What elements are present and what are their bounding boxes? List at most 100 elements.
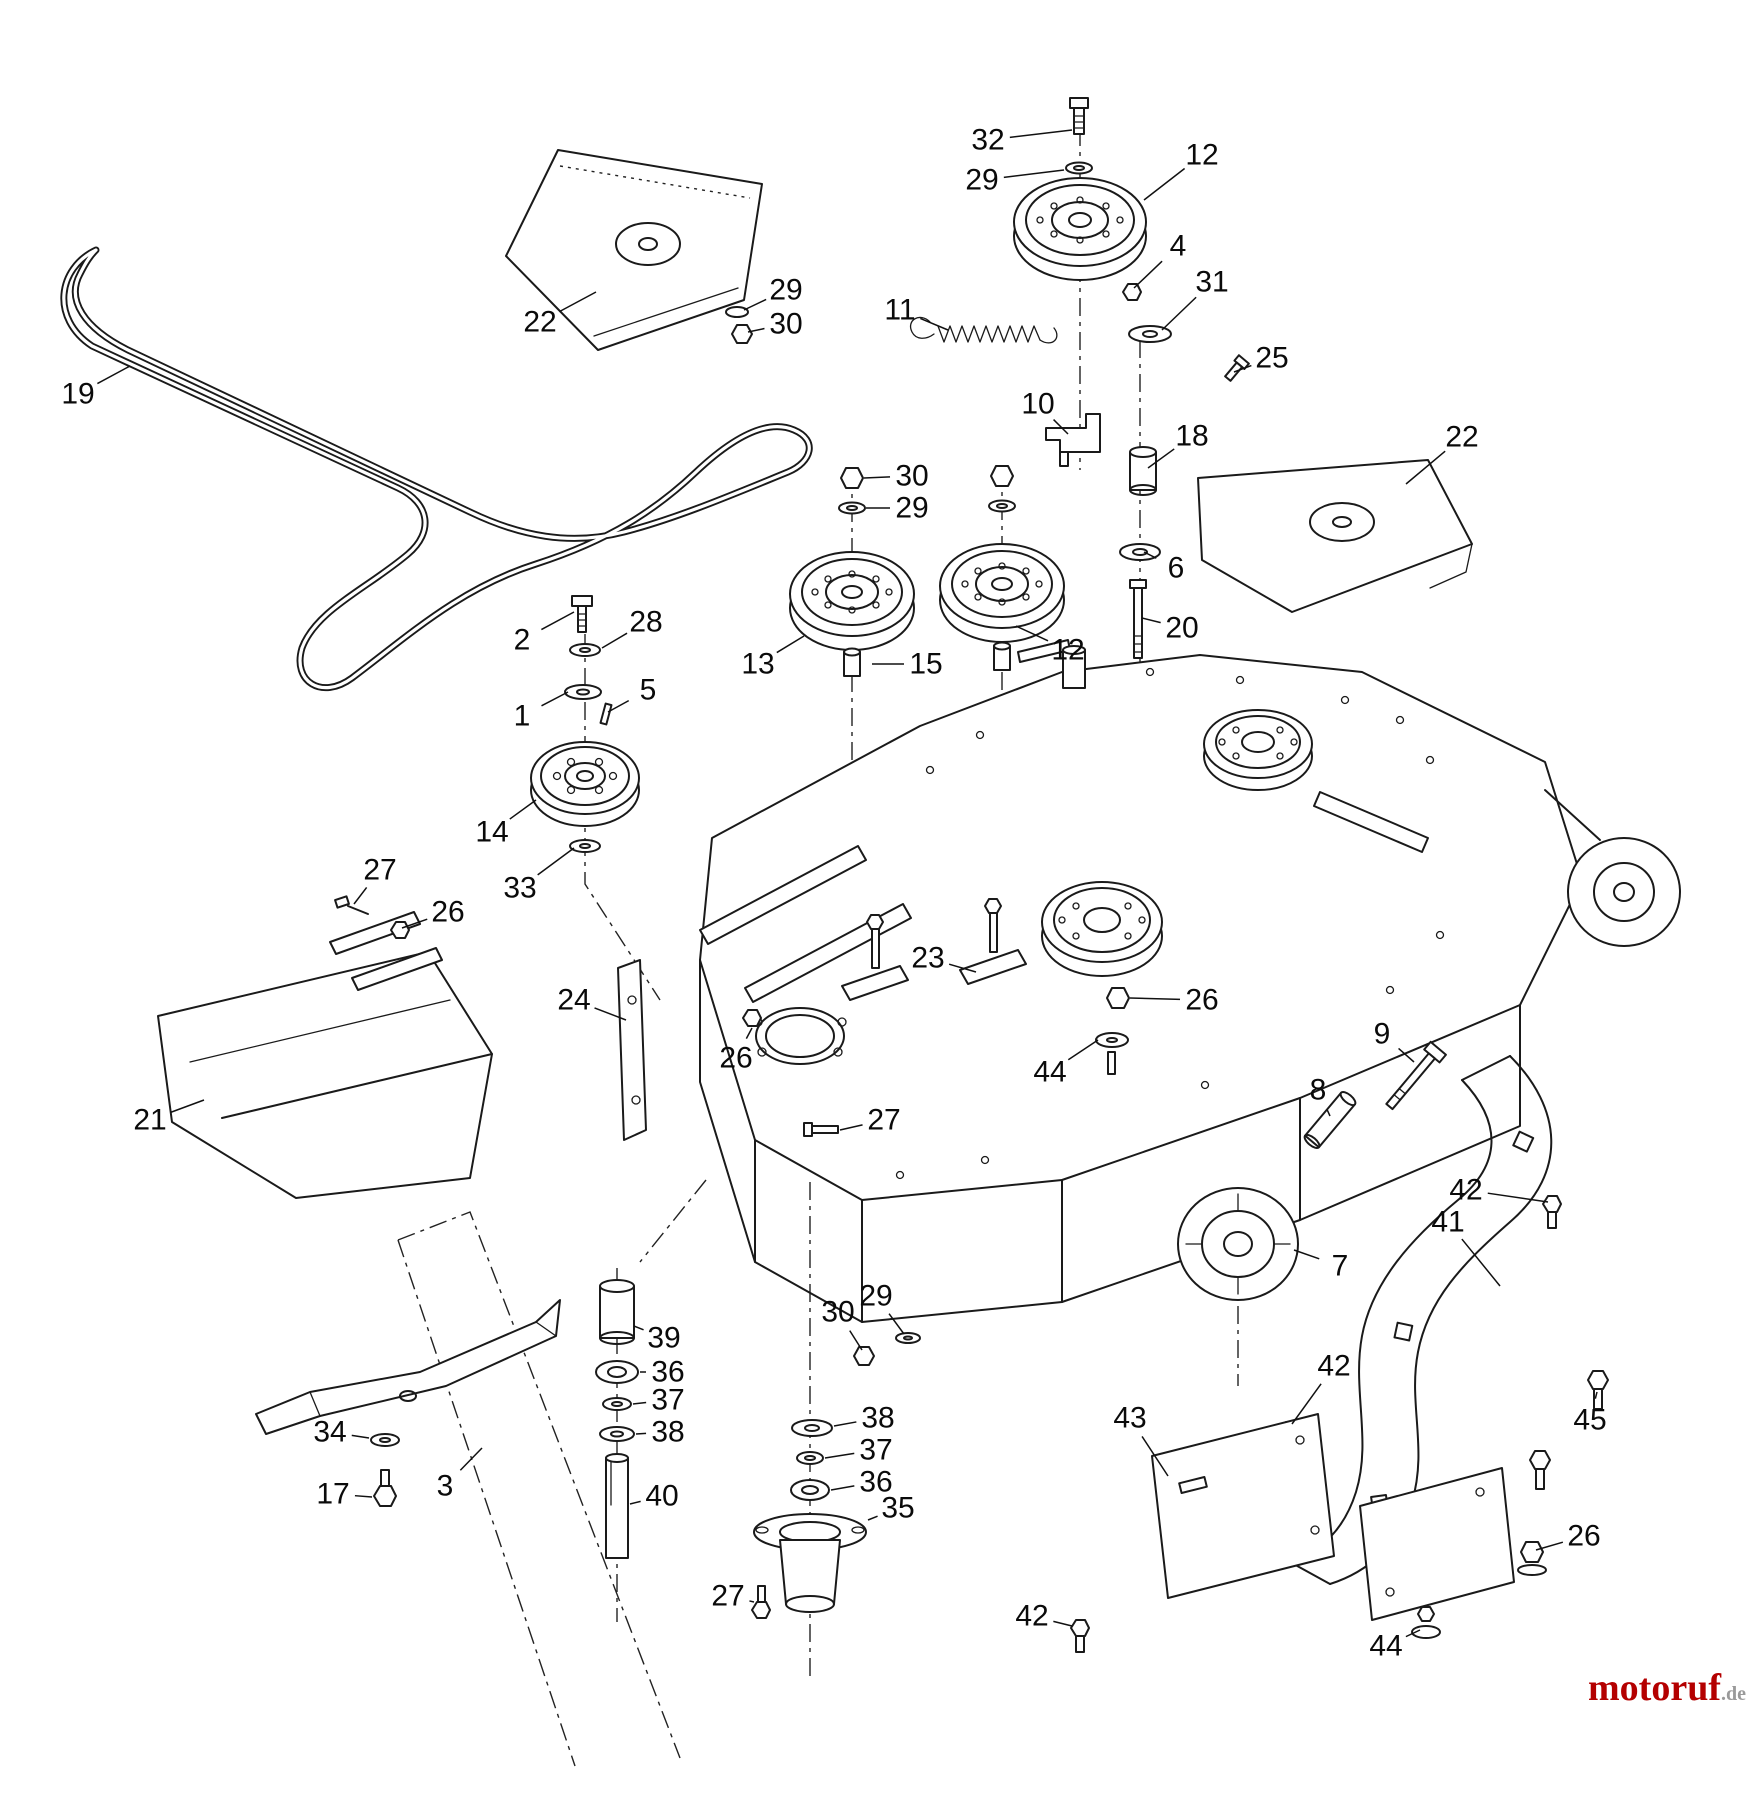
svg-text:38: 38	[651, 1416, 684, 1449]
callout-19: 19	[61, 365, 131, 411]
svg-text:33: 33	[503, 872, 536, 905]
callout-37: 37	[632, 1384, 685, 1417]
callout-9: 9	[1374, 1018, 1415, 1063]
svg-text:44: 44	[1033, 1056, 1066, 1089]
callout-42: 42	[1449, 1174, 1549, 1207]
svg-text:12: 12	[1051, 634, 1084, 667]
callout-34: 34	[313, 1416, 370, 1449]
callout-33: 33	[503, 847, 575, 905]
washer-29-right	[988, 499, 1016, 513]
callout-6: 6	[1143, 551, 1184, 585]
svg-text:19: 19	[61, 378, 94, 411]
bolt-9	[1385, 1040, 1447, 1111]
svg-text:27: 27	[711, 1580, 744, 1613]
nut-30-left	[840, 467, 864, 489]
svg-text:42: 42	[1015, 1600, 1048, 1633]
svg-text:7: 7	[1332, 1250, 1349, 1283]
svg-text:30: 30	[821, 1296, 854, 1329]
svg-text:45: 45	[1573, 1404, 1606, 1437]
callout-29: 29	[965, 164, 1065, 197]
svg-text:23: 23	[911, 942, 944, 975]
callout-20: 20	[1141, 612, 1199, 645]
washer-37-upper	[602, 1397, 632, 1411]
svg-text:30: 30	[769, 308, 802, 341]
svg-text:22: 22	[523, 306, 556, 339]
callout-22: 22	[523, 291, 597, 339]
svg-text:27: 27	[363, 854, 396, 887]
spindle-shaft-40	[605, 1453, 629, 1559]
callout-30: 30	[747, 308, 803, 341]
bolt-45-a	[1587, 1370, 1609, 1410]
washer-28	[569, 643, 601, 657]
callout-31: 31	[1161, 266, 1229, 331]
bolt-27-bottom	[751, 1585, 771, 1619]
nut-4	[1122, 283, 1142, 301]
washer-1	[564, 684, 602, 700]
svg-text:37: 37	[859, 1434, 892, 1467]
callout-26: 26	[719, 1027, 753, 1075]
callout-12: 12	[1015, 625, 1085, 667]
svg-text:31: 31	[1195, 266, 1228, 299]
callout-36: 36	[830, 1466, 893, 1499]
svg-text:29: 29	[859, 1280, 892, 1313]
callout-26: 26	[1129, 984, 1219, 1017]
callout-10: 10	[1021, 388, 1069, 435]
idler-pulley-13	[789, 551, 915, 651]
washer-33	[569, 839, 601, 853]
svg-text:35: 35	[881, 1492, 914, 1525]
svg-text:26: 26	[719, 1042, 752, 1075]
mounting-plate-right	[1359, 1467, 1515, 1621]
extension-spring	[909, 316, 1058, 344]
washer-29-left	[838, 501, 866, 515]
bolt-45-b	[1529, 1450, 1551, 1490]
callout-29: 29	[859, 1280, 905, 1335]
nut-30-right	[990, 465, 1014, 487]
svg-text:21: 21	[133, 1104, 166, 1137]
spacer-15-right	[993, 641, 1011, 671]
cover-nut-washer	[725, 306, 753, 344]
washer-37-lower	[796, 1451, 824, 1465]
callout-5: 5	[607, 674, 656, 713]
idler-bracket-10	[1045, 413, 1101, 467]
svg-text:40: 40	[645, 1480, 678, 1513]
svg-text:22: 22	[1445, 421, 1478, 454]
svg-text:27: 27	[867, 1104, 900, 1137]
deck-wheel-7	[1177, 1187, 1299, 1301]
svg-text:17: 17	[316, 1478, 349, 1511]
svg-text:18: 18	[1175, 420, 1208, 453]
svg-text:14: 14	[475, 816, 508, 849]
washer-29-top	[1065, 161, 1093, 175]
callout-44: 44	[1033, 1039, 1099, 1089]
spacer-15-left	[843, 647, 861, 677]
svg-text:25: 25	[1255, 342, 1288, 375]
bolt-27-center	[803, 1122, 839, 1137]
discharge-shield-21	[157, 951, 493, 1199]
svg-text:28: 28	[629, 606, 662, 639]
callout-13: 13	[741, 635, 805, 681]
svg-text:11: 11	[884, 294, 915, 327]
caster-wheel	[1544, 789, 1681, 947]
svg-text:41: 41	[1431, 1206, 1464, 1239]
washer-29-bottom	[895, 1332, 921, 1344]
bolt-32	[1069, 97, 1089, 135]
callout-32: 32	[971, 124, 1073, 157]
callout-26: 26	[1535, 1520, 1601, 1553]
svg-text:32: 32	[971, 124, 1004, 157]
svg-text:38: 38	[861, 1402, 894, 1435]
callout-29: 29	[743, 274, 803, 311]
callout-30: 30	[863, 460, 929, 493]
callout-1: 1	[514, 691, 569, 733]
washer-34	[370, 1433, 400, 1447]
idler-pulley-top-12	[1013, 177, 1147, 281]
svg-text:36: 36	[651, 1356, 684, 1389]
spacer-39	[599, 1279, 635, 1345]
spindle-pulley-rear	[1203, 709, 1313, 791]
callout-27: 27	[839, 1104, 901, 1137]
svg-text:42: 42	[1449, 1174, 1482, 1207]
svg-text:29: 29	[965, 164, 998, 197]
belt-cover-right	[1197, 459, 1473, 613]
washer-31	[1128, 325, 1172, 343]
callout-4: 4	[1133, 230, 1186, 289]
